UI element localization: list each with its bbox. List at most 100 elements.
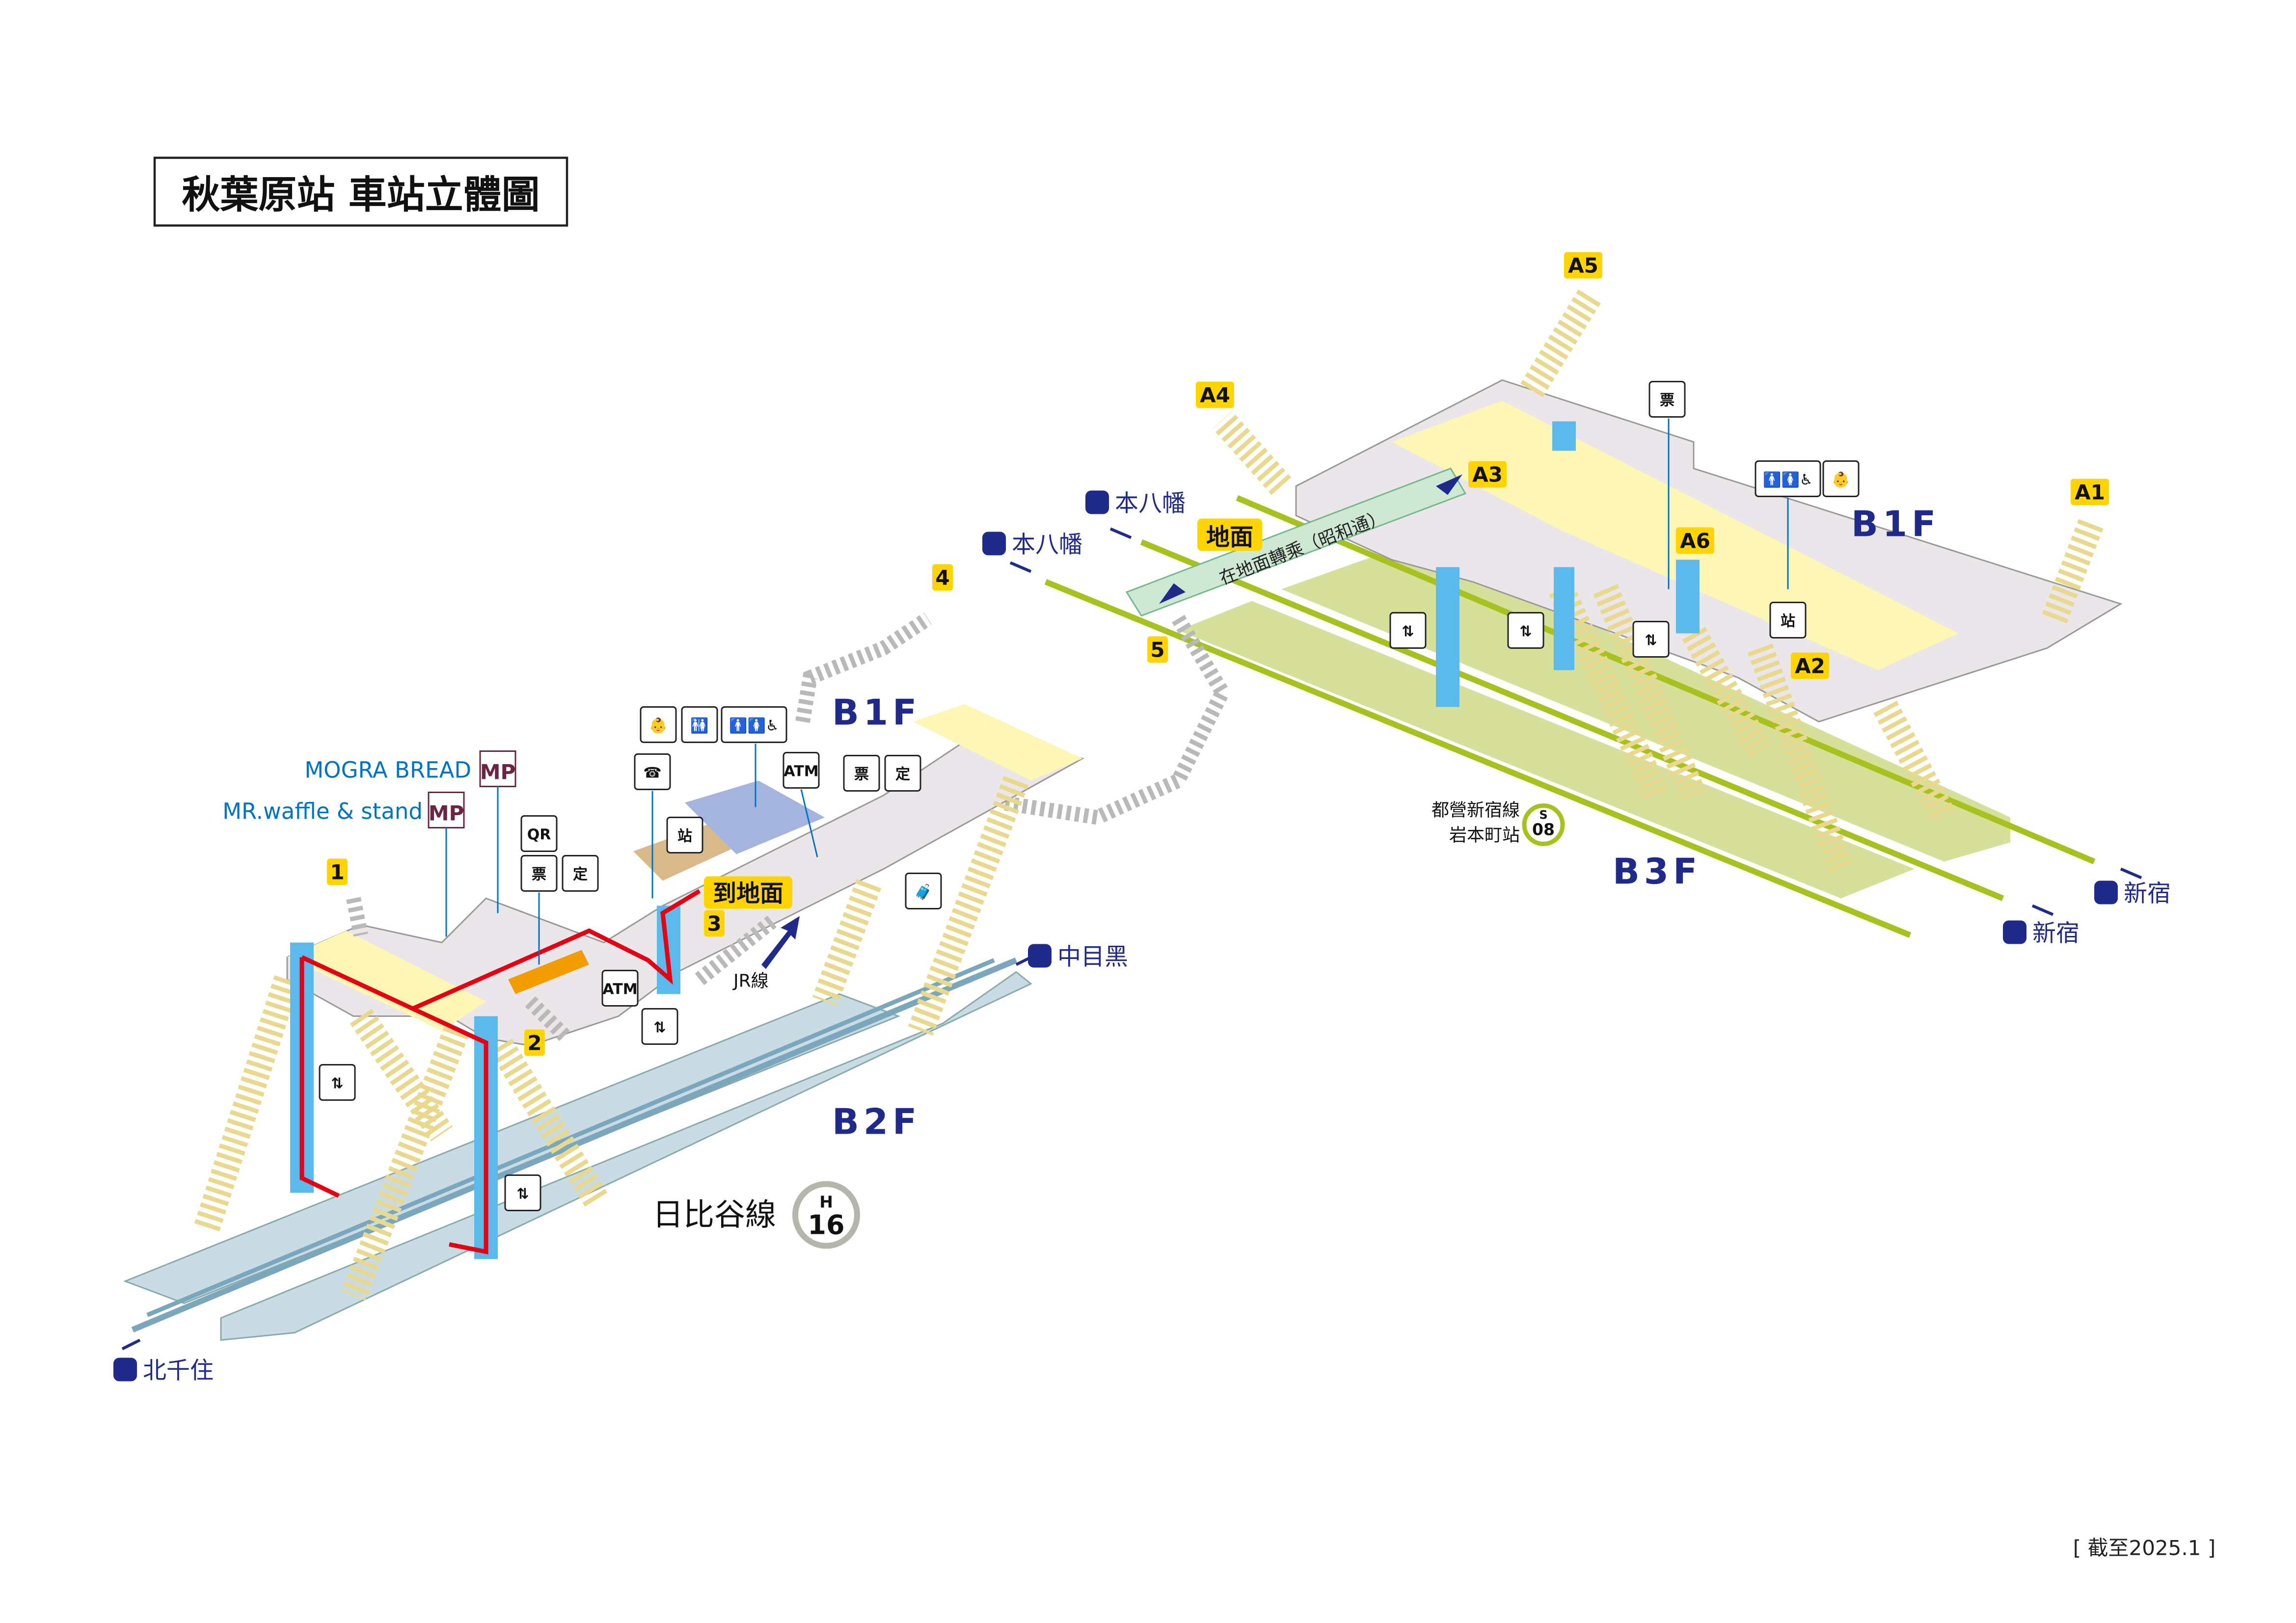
- direction-北千住-2: 2 北千住: [113, 1338, 214, 1384]
- jr-line-label: JR線: [732, 971, 769, 991]
- exit-a6: A6: [1676, 527, 1714, 554]
- exit-e4: 4: [932, 564, 953, 591]
- info-icon: 站: [1769, 602, 1807, 639]
- direction-arrow-icon: [2031, 904, 2054, 916]
- svg-text:5: 5: [1150, 638, 1164, 662]
- toilet-icon: 🚹🚺♿: [1755, 460, 1821, 497]
- toilet-icon: 🚹🚺♿: [721, 706, 787, 743]
- direction-新宿-1: 1 新宿: [2094, 867, 2171, 907]
- title-box: 秋葉原站 車站立體圖: [153, 157, 568, 227]
- shinjuku-line-name: 都營新宿線: [1432, 800, 1520, 821]
- svg-text:16: 16: [808, 1210, 844, 1241]
- svg-text:地面: 地面: [1206, 524, 1253, 551]
- direction-arrow-icon: [1015, 954, 1035, 966]
- atm-icon: ATM: [601, 970, 639, 1007]
- phone-icon: ☎: [634, 753, 671, 790]
- svg-text:👶: 👶: [1832, 471, 1850, 489]
- leader-lines: [445, 418, 1789, 965]
- mp-badge: MP: [428, 792, 465, 828]
- exit-a3: A3: [1468, 461, 1507, 488]
- to-ground-label: 到地面: [704, 876, 792, 909]
- svg-text:新宿: 新宿: [2032, 920, 2080, 947]
- pass-icon: 定: [884, 755, 921, 792]
- direction-arrow-icon: [1109, 527, 1132, 539]
- exit-a5: A5: [1564, 252, 1602, 279]
- svg-text:⇅: ⇅: [331, 1075, 343, 1092]
- svg-text:2: 2: [117, 1356, 133, 1383]
- svg-text:QR: QR: [527, 826, 551, 844]
- left-b1f-concourse: [286, 704, 1085, 1047]
- floor-label-right-b3f: B3F: [1613, 851, 1702, 892]
- floor-label-left-b2f: B2F: [832, 1101, 921, 1143]
- svg-text:ATM: ATM: [783, 763, 818, 780]
- svg-text:4: 4: [986, 530, 1002, 557]
- svg-text:⇅: ⇅: [653, 1019, 666, 1037]
- svg-text:票: 票: [854, 766, 869, 783]
- exit-e2: 2: [524, 1029, 545, 1056]
- svg-text:到地面: 到地面: [713, 880, 783, 907]
- shop-mogra-bread[interactable]: MOGRA BREAD: [304, 757, 471, 783]
- svg-text:1: 1: [2098, 878, 2114, 906]
- svg-text:⇅: ⇅: [1645, 632, 1657, 649]
- svg-text:北千住: 北千住: [143, 1357, 214, 1384]
- svg-text:1: 1: [1031, 942, 1048, 969]
- exit-e5: 5: [1147, 636, 1168, 663]
- accessible-route: [299, 889, 701, 1254]
- svg-text:👶: 👶: [649, 717, 667, 735]
- multi-icon: 🚻: [681, 706, 718, 743]
- svg-text:新宿: 新宿: [2124, 880, 2171, 907]
- svg-text:H: H: [819, 1193, 833, 1212]
- arrow-right-icon: [1436, 474, 1462, 495]
- direction-本八幡-4: 4 本八幡: [982, 530, 1082, 573]
- svg-text:🧳: 🧳: [914, 883, 932, 901]
- arrow-left-icon: [1159, 583, 1186, 604]
- exit-a1: A1: [2071, 479, 2109, 506]
- svg-text:1: 1: [330, 860, 344, 884]
- shop-mr-waffle[interactable]: MR.waffle & stand: [222, 798, 423, 825]
- iwamotocho-station-name: 岩本町站: [1449, 825, 1520, 846]
- svg-text:🚹🚺♿: 🚹🚺♿: [1763, 471, 1813, 489]
- left-stairs: [193, 612, 1029, 1301]
- locker-icon: 🧳: [905, 873, 942, 909]
- svg-text:08: 08: [1532, 820, 1555, 839]
- svg-text:定: 定: [573, 866, 588, 883]
- svg-text:S: S: [1539, 808, 1547, 822]
- direction-arrow-icon: [2120, 867, 2142, 879]
- exit-a2: A2: [1791, 652, 1829, 679]
- svg-text:MP: MP: [480, 760, 516, 784]
- exit-e3: 3: [704, 910, 725, 937]
- ground-label: 地面: [1197, 518, 1262, 551]
- baby-icon: 👶: [1822, 460, 1860, 497]
- svg-text:A2: A2: [1795, 654, 1825, 678]
- direction-新宿-2: 2 新宿: [2003, 904, 2080, 947]
- exit-e1: 1: [327, 858, 348, 885]
- svg-text:MP: MP: [429, 801, 464, 825]
- elevator-icon: ⇅: [641, 1008, 678, 1045]
- elevator-icon: ⇅: [504, 1174, 541, 1211]
- pass-icon: 定: [562, 855, 599, 892]
- elevator-icon: ⇅: [1632, 621, 1670, 658]
- atm-icon: ATM: [783, 752, 820, 789]
- svg-text:3: 3: [707, 912, 721, 936]
- svg-text:2: 2: [2006, 918, 2023, 946]
- svg-text:A5: A5: [1568, 254, 1598, 278]
- svg-text:A4: A4: [1200, 383, 1230, 407]
- svg-text:3: 3: [1089, 488, 1105, 516]
- svg-text:A3: A3: [1472, 463, 1503, 487]
- mp-badge: MP: [479, 750, 516, 787]
- svg-text:定: 定: [895, 766, 910, 783]
- ticket-icon: 票: [1648, 380, 1686, 418]
- exit-a4: A4: [1196, 381, 1234, 408]
- elevator-icon: ⇅: [1507, 612, 1544, 649]
- direction-arrow-icon: [1009, 561, 1032, 573]
- svg-text:站: 站: [677, 828, 692, 845]
- svg-text:本八幡: 本八幡: [1012, 531, 1082, 559]
- baby-icon: 👶: [640, 706, 677, 743]
- svg-text:A1: A1: [2075, 480, 2105, 505]
- svg-text:⇅: ⇅: [516, 1186, 529, 1203]
- right-elevator-shafts: [1436, 421, 1700, 707]
